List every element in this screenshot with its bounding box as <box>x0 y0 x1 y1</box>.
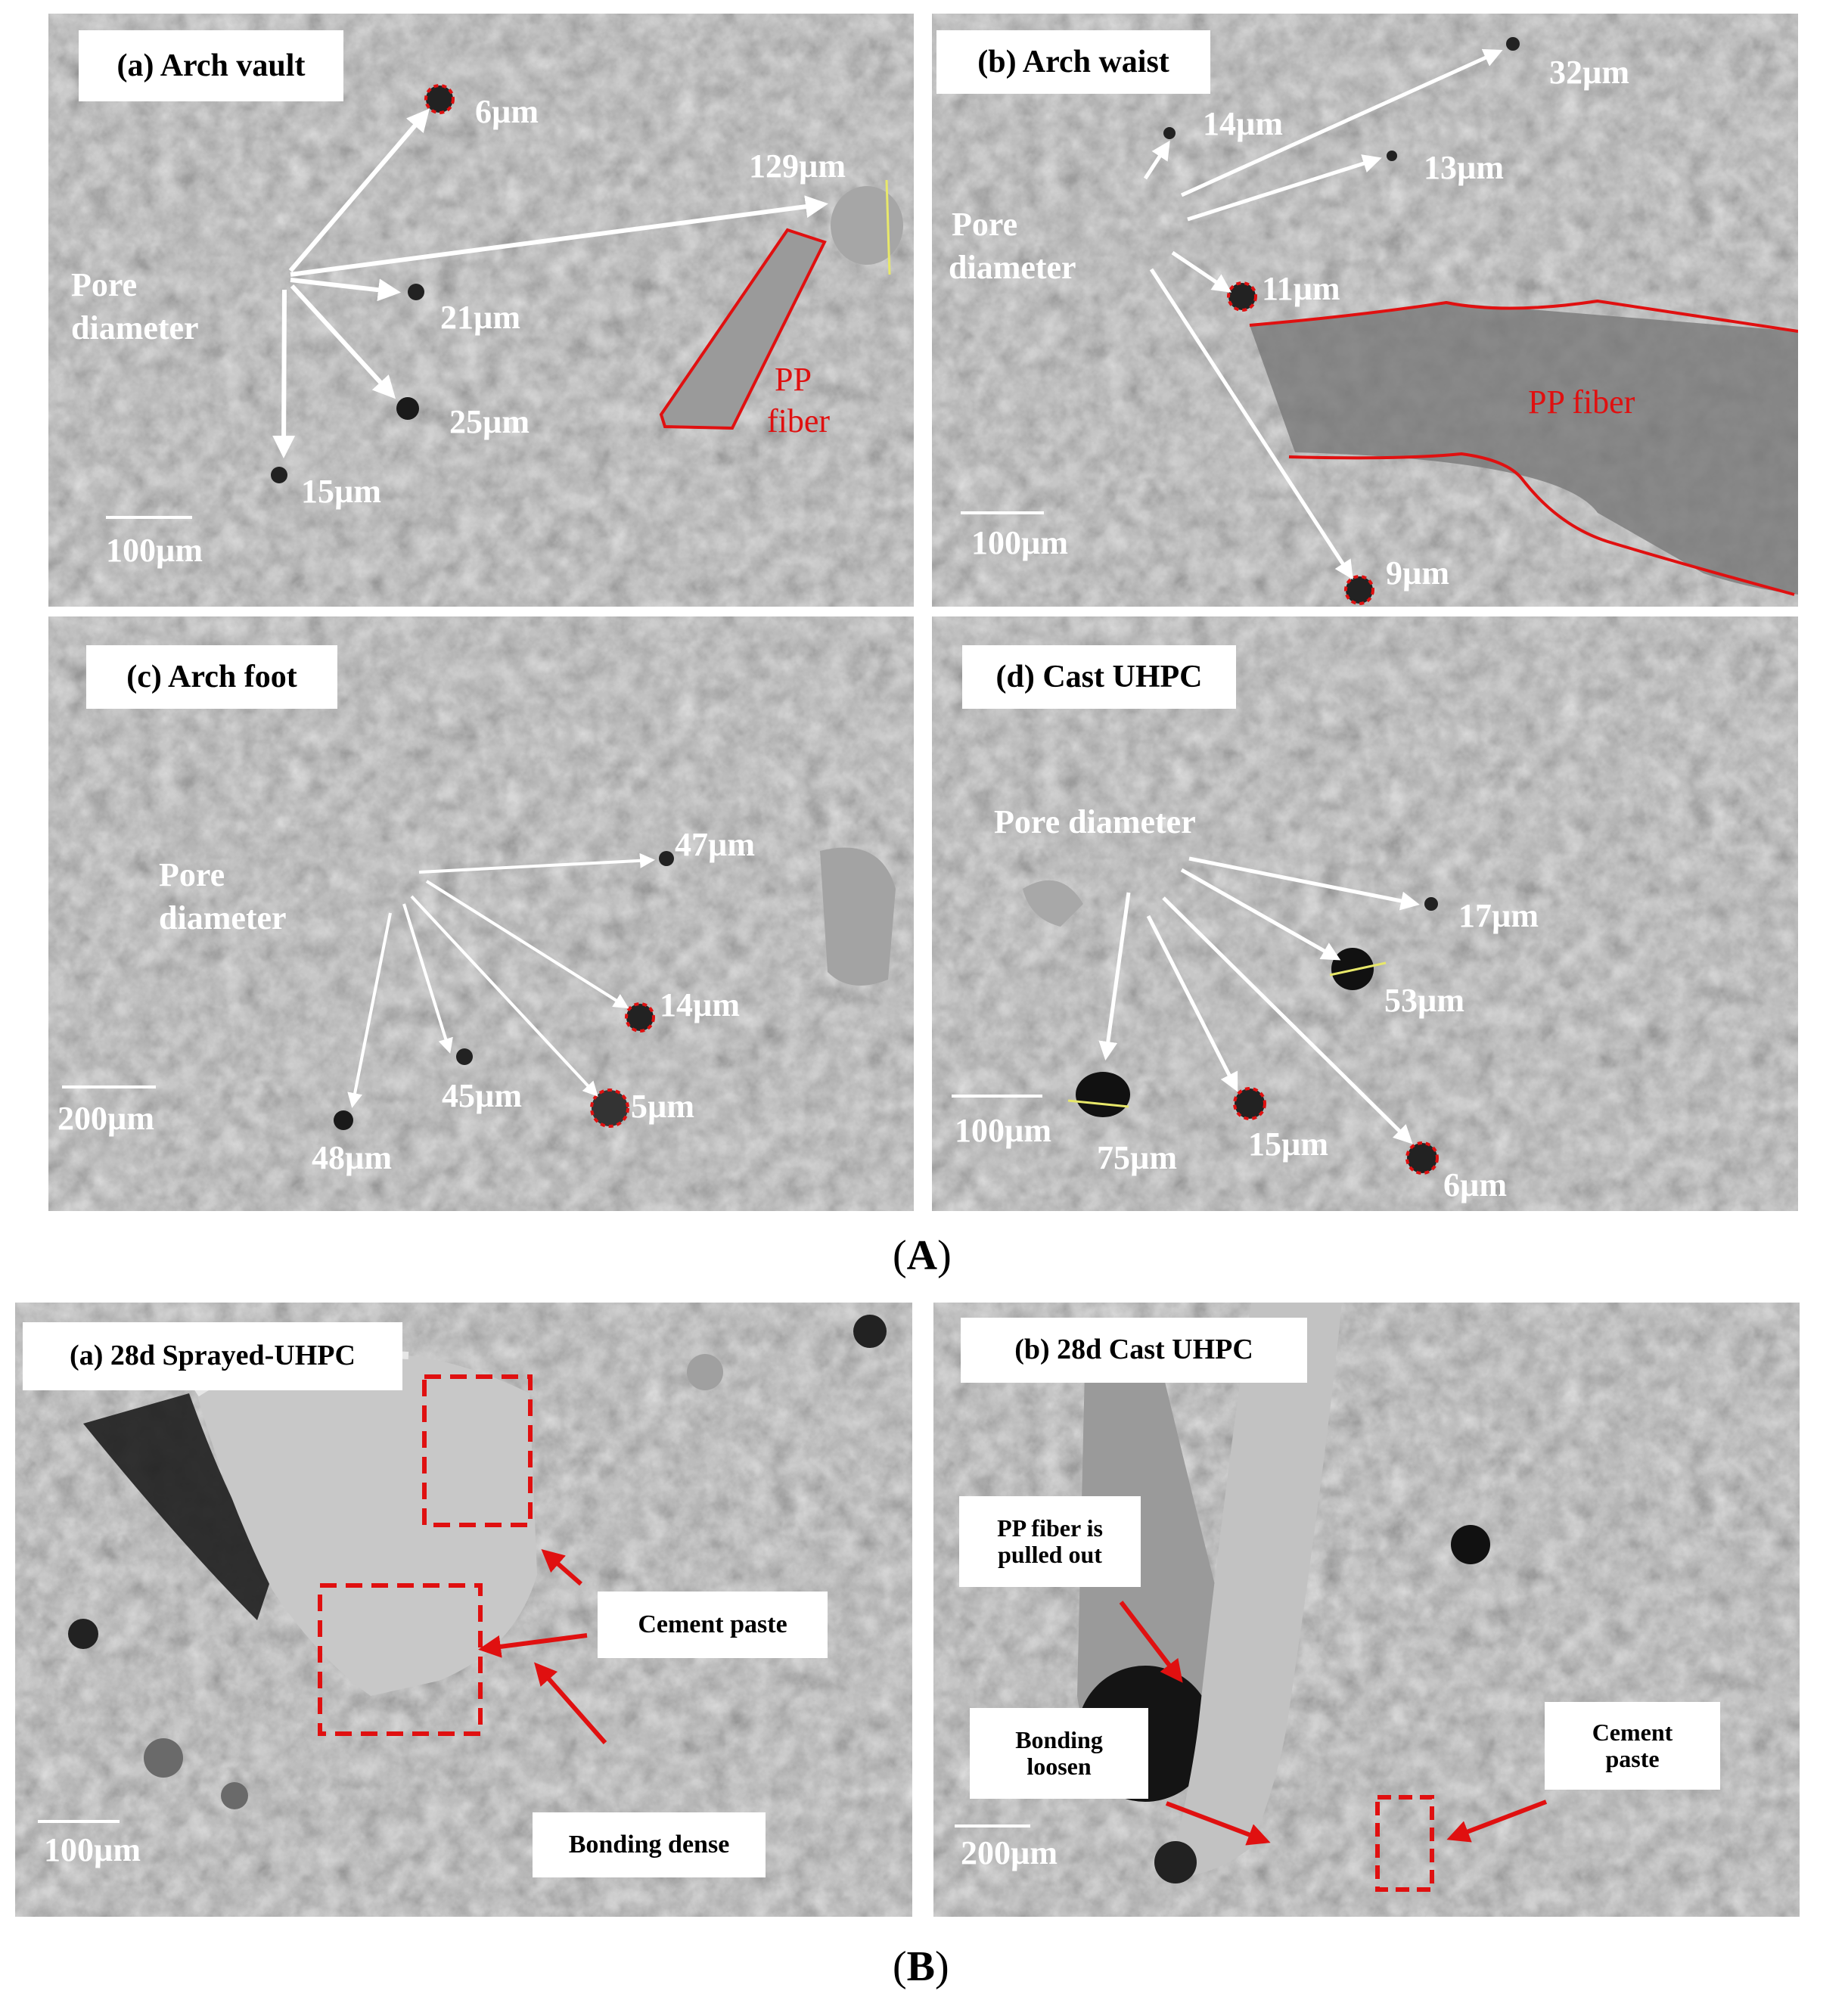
cement-paste-box <box>422 1374 533 1527</box>
pore-marker <box>1424 897 1438 911</box>
scale-bar-label: 100µm <box>955 1112 1052 1149</box>
pore-marker <box>1163 127 1176 139</box>
pore-size-label: 53µm <box>1384 982 1465 1019</box>
pore-diameter-label-line2: diameter <box>159 899 287 936</box>
pore-marker <box>625 1002 655 1033</box>
pore-marker <box>1227 281 1257 312</box>
sem-image-cast-uhpc <box>932 616 1798 1211</box>
pore-diameter-label-line2: diameter <box>949 249 1076 286</box>
panel-title: (b) Arch waist <box>936 30 1210 94</box>
pore-diameter-label-line1: Pore <box>952 206 1018 243</box>
pp-fiber-lower-edge <box>1288 452 1795 596</box>
pore-size-label: 9µm <box>1386 554 1450 592</box>
bonding-loosen-line2: loosen <box>1026 1753 1092 1780</box>
figure-a-caption: (A) <box>893 1232 952 1279</box>
pp-fiber-upper-edge <box>1249 299 1798 333</box>
pulled-out-line1: PP fiber is <box>997 1514 1103 1542</box>
large-pore-129 <box>831 186 903 265</box>
scale-bar-label: 100µm <box>971 524 1069 561</box>
pp-fiber-label-line1: PP <box>775 361 812 398</box>
pore-size-label: 47µm <box>675 826 756 863</box>
panel-b-arch-waist: (b) Arch waist Pore diameter 14µm 32µm 1… <box>932 14 1798 607</box>
panel-b-a-sprayed-uhpc: (a) 28d Sprayed-UHPC Cement paste Bondin… <box>15 1303 912 1917</box>
panel-title: (b) 28d Cast UHPC <box>961 1318 1307 1383</box>
pp-fiber-label-line2: fiber <box>767 402 831 439</box>
pore-size-label: 13µm <box>1424 149 1505 186</box>
scale-bar-label: 200µm <box>961 1834 1058 1871</box>
cement-paste-line2: paste <box>1605 1745 1660 1772</box>
scale-bar-label: 100µm <box>44 1831 141 1868</box>
bonding-loosen-line1: Bonding <box>1015 1725 1103 1753</box>
pore-diameter-label: Pore diameter <box>994 803 1196 840</box>
pore-marker <box>1387 151 1397 161</box>
scale-bar-label: 100µm <box>106 532 203 569</box>
bonding-dense-callout: Bonding dense <box>533 1812 766 1877</box>
pulled-out-line2: pulled out <box>998 1541 1102 1568</box>
pore-marker <box>659 851 674 866</box>
pore-diameter-label-line1: Pore <box>71 266 138 303</box>
sem-image-arch-vault <box>48 14 914 607</box>
cement-paste-callout: Cement paste <box>598 1592 828 1658</box>
panel-b-b-cast-uhpc: (b) 28d Cast UHPC PP fiber is pulled out… <box>933 1303 1800 1917</box>
panel-title: (a) 28d Sprayed-UHPC <box>23 1322 402 1390</box>
pore-diameter-label-line2: diameter <box>71 309 199 346</box>
cement-paste-line1: Cement <box>1592 1718 1673 1746</box>
pore-marker <box>424 84 455 114</box>
pore-size-label: 14µm <box>660 986 741 1023</box>
pore-size-label: 14µm <box>1203 105 1284 142</box>
pore-size-label: 15µm <box>1248 1126 1329 1163</box>
bonding-box <box>318 1583 483 1736</box>
bonding-loosen-callout: Bonding loosen <box>970 1708 1148 1799</box>
red-arrows <box>1119 1601 1548 1846</box>
pore-size-label: 15µm <box>301 473 382 510</box>
pore-arrows <box>1098 856 1420 1144</box>
pore-arrows <box>347 852 655 1108</box>
pore-size-label: 11µm <box>1262 270 1340 307</box>
panel-c-arch-foot: (c) Arch foot Pore diameter 47µm 14µm 45… <box>48 616 914 1211</box>
pore-size-label: 129µm <box>749 148 846 185</box>
cement-paste-callout: Cement paste <box>1545 1702 1720 1790</box>
pp-fiber-cast <box>1168 1303 1342 1877</box>
pore-size-label: 25µm <box>449 403 530 440</box>
pp-fiber-sprayed <box>197 1354 537 1696</box>
pore-size-label: 48µm <box>312 1139 393 1176</box>
panel-d-cast-uhpc: (d) Cast UHPC Pore diameter 17µm 53µm 75… <box>932 616 1798 1211</box>
pore-arrows <box>1143 48 1503 580</box>
pore-diameter-label-line1: Pore <box>159 856 225 893</box>
panel-title: (d) Cast UHPC <box>962 645 1236 709</box>
pore-marker <box>590 1088 629 1128</box>
pp-fiber-label: PP fiber <box>1528 384 1635 421</box>
pore-size-label: 5µm <box>631 1088 695 1125</box>
figure-b-caption: (B) <box>893 1943 949 1990</box>
pore-marker <box>396 397 419 420</box>
pore-marker <box>1076 1072 1130 1117</box>
pore-marker <box>271 467 287 483</box>
panel-a-arch-vault: (a) Arch vault Pore diameter 6µm 129µm 2… <box>48 14 914 607</box>
red-arrows <box>478 1549 607 1744</box>
pp-fiber-pulled-out-callout: PP fiber is pulled out <box>959 1496 1141 1587</box>
panel-title: (a) Arch vault <box>79 30 343 101</box>
pore-size-label: 6µm <box>475 93 539 130</box>
sem-image-cast-uhpc-fiber <box>933 1303 1800 1917</box>
pore-size-label: 45µm <box>442 1077 523 1114</box>
pore-arrows <box>272 108 828 458</box>
panel-title: (c) Arch foot <box>86 645 337 709</box>
cement-paste-box <box>1375 1795 1434 1892</box>
pore-marker <box>1506 37 1520 51</box>
pore-marker <box>1344 575 1374 605</box>
pore-marker <box>408 284 424 300</box>
scale-bar-label: 200µm <box>57 1100 155 1137</box>
sem-image-arch-waist <box>932 14 1798 607</box>
pore-size-label: 17µm <box>1458 897 1539 934</box>
pore-size-label: 32µm <box>1549 54 1630 91</box>
pore-marker <box>1405 1141 1439 1175</box>
pp-fiber-outline <box>659 228 827 430</box>
pore-size-label: 75µm <box>1097 1139 1178 1176</box>
pore-size-label: 6µm <box>1443 1166 1508 1203</box>
pore-size-label: 21µm <box>440 299 521 336</box>
pore-marker <box>456 1048 473 1065</box>
pore-marker <box>334 1110 353 1130</box>
sem-image-arch-foot <box>48 616 914 1211</box>
pore-marker <box>1233 1087 1266 1120</box>
